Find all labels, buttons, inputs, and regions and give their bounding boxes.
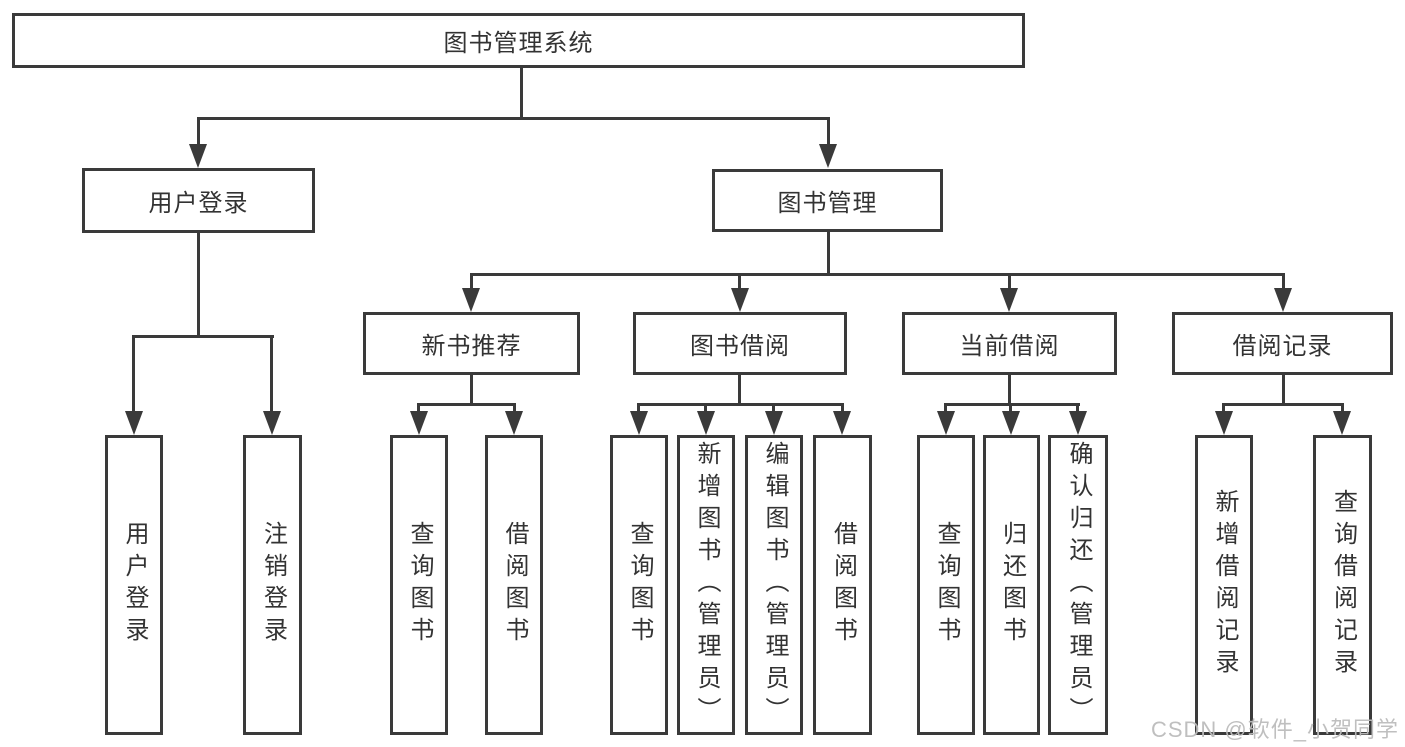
- tree-connector-stub: [470, 375, 473, 405]
- tree-arrow-shaft: [270, 335, 273, 413]
- node-new-book-recommend: 新书推荐: [363, 312, 580, 375]
- node-leaf-return-books: 归还图书: [983, 435, 1040, 735]
- node-leaf-user-login: 用户登录: [105, 435, 163, 735]
- node-label: 用户登录: [148, 190, 249, 217]
- node-label: 新增借阅记录: [1211, 489, 1238, 681]
- tree-connector-branch: [197, 117, 830, 120]
- node-label: 查询图书: [626, 521, 653, 649]
- tree-connector-branch: [944, 403, 1080, 406]
- arrow-down-icon: [189, 144, 207, 168]
- tree-arrow-shaft: [132, 335, 135, 413]
- arrow-down-icon: [630, 411, 648, 435]
- tree-arrow-shaft: [1282, 273, 1285, 291]
- node-leaf-query-books-current: 查询图书: [917, 435, 975, 735]
- arrow-down-icon: [1002, 411, 1020, 435]
- node-leaf-edit-books-admin: 编辑图书（管理员）: [745, 435, 803, 735]
- csdn-watermark: CSDN @软件_小贺同学: [1150, 717, 1399, 742]
- tree-arrow-shaft: [944, 403, 947, 413]
- tree-connector-stub: [827, 232, 830, 275]
- tree-connector-stub: [520, 68, 523, 118]
- tree-arrow-shaft: [1341, 403, 1344, 413]
- node-leaf-query-books-borrowing: 查询图书: [610, 435, 668, 735]
- node-leaf-query-books-recommend: 查询图书: [390, 435, 448, 735]
- node-label: 查询图书: [933, 521, 960, 649]
- arrow-down-icon: [505, 411, 523, 435]
- node-label: 新书推荐: [421, 333, 522, 360]
- tree-arrow-shaft: [1076, 403, 1079, 413]
- tree-connector-stub: [197, 233, 200, 337]
- node-label: 编辑图书（管理员）: [761, 441, 788, 729]
- node-label: 图书借阅: [690, 333, 790, 360]
- node-leaf-borrow-books-borrowing: 借阅图书: [813, 435, 872, 735]
- node-book-borrowing: 图书借阅: [633, 312, 847, 375]
- node-label: 确认归还（管理员）: [1065, 441, 1092, 729]
- node-label: 注销登录: [259, 521, 287, 649]
- node-label: 查询图书: [406, 521, 433, 649]
- node-current-borrowing: 当前借阅: [902, 312, 1117, 375]
- node-label: 图书管理: [777, 190, 878, 217]
- node-leaf-logout: 注销登录: [243, 435, 302, 735]
- arrow-down-icon: [1274, 288, 1292, 312]
- arrow-down-icon: [410, 411, 428, 435]
- node-leaf-add-borrow-record: 新增借阅记录: [1195, 435, 1253, 735]
- tree-arrow-shaft: [704, 403, 707, 413]
- node-leaf-borrow-books-recommend: 借阅图书: [485, 435, 543, 735]
- tree-connector-branch: [637, 403, 844, 406]
- arrow-down-icon: [731, 288, 749, 312]
- node-leaf-add-books-admin: 新增图书（管理员）: [677, 435, 735, 735]
- tree-arrow-shaft: [417, 403, 420, 413]
- tree-arrow-shaft: [841, 403, 844, 413]
- tree-connector-stub: [738, 375, 741, 405]
- arrow-down-icon: [1000, 288, 1018, 312]
- node-label: 查询借阅记录: [1329, 489, 1357, 681]
- tree-arrow-shaft: [772, 403, 775, 413]
- tree-connector-branch: [417, 403, 516, 406]
- tree-connector-branch: [470, 273, 1284, 276]
- tree-connector-branch: [1222, 403, 1344, 406]
- node-label: 归还图书: [998, 521, 1026, 649]
- node-root-system: 图书管理系统: [12, 13, 1025, 68]
- node-label: 用户登录: [121, 521, 148, 649]
- node-user-login-group: 用户登录: [82, 168, 315, 233]
- node-label: 借阅图书: [501, 521, 528, 649]
- node-label: 借阅图书: [829, 521, 857, 649]
- tree-arrow-shaft: [1222, 403, 1225, 413]
- arrow-down-icon: [125, 411, 143, 435]
- tree-arrow-shaft: [637, 403, 640, 413]
- arrow-down-icon: [697, 411, 715, 435]
- node-book-management: 图书管理: [712, 169, 943, 232]
- tree-arrow-shaft: [470, 273, 473, 291]
- tree-arrow-shaft: [197, 117, 200, 145]
- node-label: 新增图书（管理员）: [693, 441, 720, 729]
- tree-connector-stub: [1008, 375, 1011, 405]
- arrow-down-icon: [833, 411, 851, 435]
- tree-arrow-shaft: [1009, 403, 1012, 413]
- arrow-down-icon: [1215, 411, 1233, 435]
- tree-arrow-shaft: [513, 403, 516, 413]
- node-label: 当前借阅: [959, 333, 1060, 360]
- node-leaf-query-borrow-record: 查询借阅记录: [1313, 435, 1372, 735]
- tree-arrow-shaft: [1008, 273, 1011, 291]
- arrow-down-icon: [937, 411, 955, 435]
- node-leaf-confirm-return-admin: 确认归还（管理员）: [1048, 435, 1108, 735]
- arrow-down-icon: [462, 288, 480, 312]
- arrow-down-icon: [263, 411, 281, 435]
- arrow-down-icon: [1333, 411, 1351, 435]
- arrow-down-icon: [819, 144, 837, 168]
- tree-connector-branch: [132, 335, 274, 338]
- tree-connector-stub: [1282, 375, 1285, 405]
- node-label: 图书管理系统: [443, 30, 594, 57]
- arrow-down-icon: [765, 411, 783, 435]
- node-label: 借阅记录: [1232, 333, 1333, 360]
- tree-arrow-shaft: [827, 117, 830, 145]
- arrow-down-icon: [1069, 411, 1087, 435]
- tree-arrow-shaft: [738, 273, 741, 291]
- node-borrowing-records: 借阅记录: [1172, 312, 1393, 375]
